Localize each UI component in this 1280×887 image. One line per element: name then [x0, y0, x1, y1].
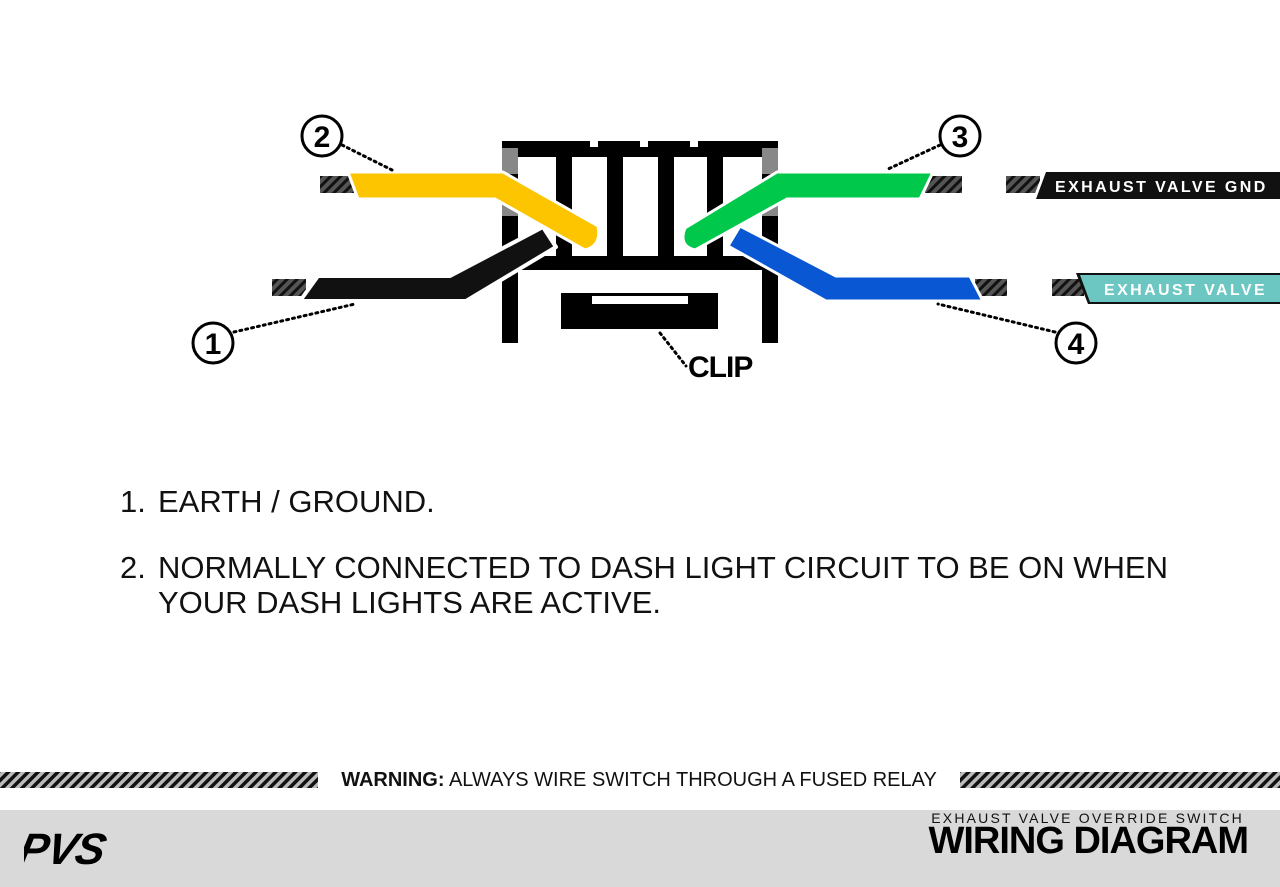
notes-list: 1. EARTH / GROUND. 2. NORMALLY CONNECTED…	[120, 484, 1180, 651]
callout-4: 4	[1054, 321, 1098, 365]
clip-label: CLIP	[688, 351, 752, 384]
callout-1: 1	[191, 321, 235, 365]
warning-message: WARNING: ALWAYS WIRE SWITCH THROUGH A FU…	[318, 768, 960, 792]
note-text: NORMALLY CONNECTED TO DASH LIGHT CIRCUIT…	[158, 550, 1168, 620]
warning-body: ALWAYS WIRE SWITCH THROUGH A FUSED RELAY	[448, 769, 937, 791]
wire-stub-right-bottom	[975, 279, 1007, 296]
callout-2: 2	[300, 114, 344, 158]
footer-title: WIRING DIAGRAM	[928, 820, 1249, 862]
wire-4-blue	[726, 224, 985, 303]
svg-text:PVS: PVS	[24, 828, 111, 868]
svg-text:3: 3	[952, 121, 969, 154]
note-number: 1.	[120, 484, 146, 519]
wire-stub-tag-valve	[1052, 279, 1084, 296]
pvs-logo: PVS	[24, 828, 111, 868]
footer-bar: PVS EXHAUST VALVE OVERRIDE SWITCH WIRING…	[0, 810, 1280, 887]
svg-text:4: 4	[1068, 328, 1085, 361]
leader-line-clip	[658, 331, 688, 368]
tag-exhaust-valve-gnd: EXHAUST VALVE GND	[1032, 170, 1280, 201]
leader-line-3	[884, 143, 942, 172]
svg-text:EXHAUST VALVE GND: EXHAUST VALVE GND	[1055, 179, 1268, 196]
wire-stub-left-bottom	[272, 279, 306, 296]
note-item-1: 1. EARTH / GROUND.	[120, 484, 1180, 519]
leader-line-4	[936, 302, 1057, 334]
leader-line-1	[232, 302, 357, 334]
note-number: 2.	[120, 550, 146, 585]
wiring-diagram: 1 2 3 4 CLIP EXHAUST VALVE GND EXHAUST V…	[191, 114, 1280, 384]
connector-clip	[561, 293, 718, 329]
footer-subtitle: EXHAUST VALVE OVERRIDE SWITCH	[931, 810, 1244, 826]
note-text: EARTH / GROUND.	[158, 484, 435, 519]
wire-2-yellow	[346, 170, 601, 252]
svg-text:1: 1	[205, 328, 222, 361]
svg-text:2: 2	[314, 121, 331, 154]
note-item-2: 2. NORMALLY CONNECTED TO DASH LIGHT CIRC…	[120, 550, 1180, 620]
leader-line-2	[340, 143, 394, 172]
wire-3-green	[681, 170, 935, 252]
wire-stub-right-top	[925, 176, 962, 193]
warning-label: WARNING:	[341, 769, 445, 791]
tag-exhaust-valve: EXHAUST VALVE	[1076, 273, 1280, 304]
svg-text:EXHAUST VALVE: EXHAUST VALVE	[1104, 282, 1267, 299]
callout-3: 3	[938, 114, 982, 158]
wire-stub-tag-gnd	[1006, 176, 1040, 193]
wire-stub-left-top	[320, 176, 354, 193]
